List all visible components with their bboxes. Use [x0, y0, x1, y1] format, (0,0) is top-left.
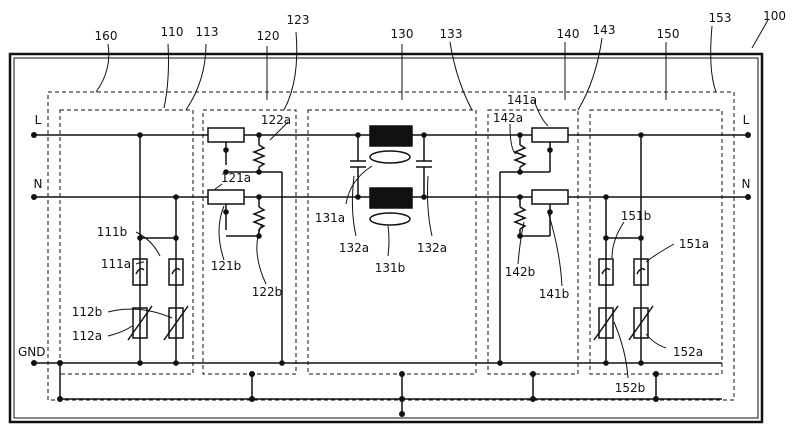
label-110: 110 — [161, 25, 184, 39]
resistor-141a — [531, 127, 569, 143]
label-133: 133 — [440, 27, 463, 41]
enclosure-inner — [13, 57, 759, 419]
label-132a-left: 132a — [339, 241, 369, 255]
terminal-dots — [31, 132, 751, 417]
block-140-box — [487, 109, 579, 375]
label-123: 123 — [287, 13, 310, 27]
label-112b: 112b — [72, 305, 103, 319]
label-142b: 142b — [505, 265, 536, 279]
label-GND: GND — [18, 345, 46, 359]
label-131b: 131b — [375, 261, 406, 275]
label-151b: 151b — [621, 209, 652, 223]
inductor-122b — [251, 206, 267, 230]
enclosure-outer — [8, 52, 764, 424]
inductor-122a — [251, 144, 267, 168]
label-151a: 151a — [679, 237, 709, 251]
leader-lines — [95, 19, 769, 379]
label-141a: 141a — [507, 93, 537, 107]
label-120: 120 — [257, 29, 280, 43]
label-L-right: L — [743, 113, 750, 127]
label-122a: 122a — [261, 113, 291, 127]
label-121a: 121a — [221, 171, 251, 185]
fuse-111a — [132, 258, 148, 286]
choke-core-bottom — [369, 187, 413, 209]
label-152b: 152b — [615, 381, 646, 395]
label-131a: 131a — [315, 211, 345, 225]
resistor-121a — [207, 127, 245, 143]
block-130-box — [307, 109, 477, 375]
block-110 — [127, 132, 189, 366]
label-111a: 111a — [101, 257, 131, 271]
label-141b: 141b — [539, 287, 570, 301]
block-140 — [497, 127, 569, 366]
label-142a: 142a — [493, 111, 523, 125]
label-L-left: L — [35, 113, 42, 127]
fuse-151a — [633, 258, 649, 286]
label-150: 150 — [657, 27, 680, 41]
label-100: 100 — [763, 9, 786, 23]
label-111b: 111b — [97, 225, 128, 239]
block-120 — [207, 127, 285, 366]
label-152a: 152a — [673, 345, 703, 359]
label-121b: 121b — [211, 259, 242, 273]
fuse-111b — [168, 258, 184, 286]
block-120-box — [202, 109, 297, 375]
varistor-112a — [132, 307, 148, 339]
label-140: 140 — [557, 27, 580, 41]
inductor-142a — [512, 144, 528, 168]
label-132a-right: 132a — [417, 241, 447, 255]
varistor-152a — [633, 307, 649, 339]
module-160-box — [47, 91, 735, 401]
label-113: 113 — [196, 25, 219, 39]
label-112a: 112a — [72, 329, 102, 343]
label-160: 160 — [95, 29, 118, 43]
varistor-112b — [168, 307, 184, 339]
winding-131a — [369, 150, 411, 164]
label-122b: 122b — [252, 285, 283, 299]
resistor-141b — [531, 189, 569, 205]
label-143: 143 — [593, 23, 616, 37]
label-153: 153 — [709, 11, 732, 25]
label-N-right: N — [742, 177, 751, 191]
label-130: 130 — [391, 27, 414, 41]
resistor-121b — [207, 189, 245, 205]
block-110-box — [59, 109, 194, 375]
label-N-left: N — [34, 177, 43, 191]
winding-131b — [369, 212, 411, 226]
fuse-151b — [598, 258, 614, 286]
choke-core-top — [369, 125, 413, 147]
labels: 100 153 160 110 113 120 123 130 133 140 … — [18, 9, 786, 395]
block-150 — [593, 132, 654, 366]
inductor-142b — [512, 206, 528, 230]
block-130 — [350, 125, 432, 226]
varistor-152b — [598, 307, 614, 339]
